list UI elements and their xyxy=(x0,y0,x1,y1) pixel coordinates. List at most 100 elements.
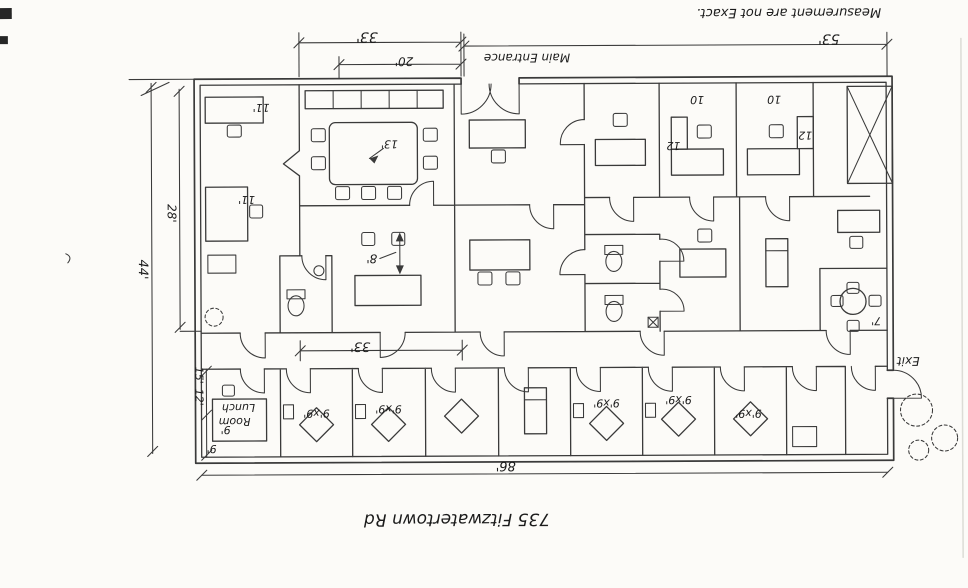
floor-drain xyxy=(647,316,659,328)
lunch-table xyxy=(211,398,268,442)
interior-walls xyxy=(200,81,888,458)
door-swings xyxy=(239,83,922,399)
chair xyxy=(612,112,628,127)
dim-label: 12' xyxy=(192,389,205,406)
lunch-room-label: Lunch xyxy=(222,401,255,414)
dim-label: 15' xyxy=(192,367,205,384)
treatment-table xyxy=(588,405,625,442)
chair xyxy=(422,127,438,142)
treatment-table xyxy=(298,407,335,443)
chair xyxy=(505,271,521,286)
disclaimer-note: Measurement are not Exact. xyxy=(696,4,881,20)
chair xyxy=(391,231,406,246)
tree-icon xyxy=(908,439,930,461)
desk xyxy=(469,239,531,271)
labels: Measurement are not Exact. 735 Fitzwater… xyxy=(135,4,920,530)
exterior-walls xyxy=(193,75,895,465)
lunch-room-label: Room xyxy=(219,415,251,428)
sink-icon xyxy=(313,265,325,277)
desk xyxy=(670,148,725,176)
dim-label: 44' xyxy=(135,259,150,279)
room-label: 9'x9' xyxy=(375,402,402,415)
exam-table xyxy=(765,238,789,288)
dimension-lines xyxy=(128,31,894,481)
address-label: 735 Fitzwatertown Rd xyxy=(364,509,550,530)
desk xyxy=(204,186,249,242)
chair xyxy=(361,185,377,201)
scan-smudge xyxy=(0,36,8,45)
sink-counter xyxy=(644,402,657,418)
tree-icon xyxy=(899,393,934,427)
dim-label: 33' xyxy=(350,338,370,353)
chair xyxy=(422,155,438,170)
stair-shaft xyxy=(846,85,894,185)
trees xyxy=(899,393,959,461)
room-number: 10 xyxy=(767,93,781,106)
scan-artifacts xyxy=(0,8,964,558)
toilet-tank xyxy=(604,294,624,305)
desk xyxy=(746,147,801,176)
dim-label: 33' xyxy=(356,28,378,44)
desk xyxy=(679,248,727,278)
toilet-tank xyxy=(604,244,624,255)
room-label: 9'x9' xyxy=(303,407,330,420)
dim-label: 13' xyxy=(381,137,398,150)
chair xyxy=(310,156,326,171)
furniture xyxy=(204,85,959,461)
desk xyxy=(354,274,422,307)
conference-table xyxy=(328,121,419,186)
chair xyxy=(226,124,242,138)
chair xyxy=(249,204,264,219)
dim-label: 53' xyxy=(818,30,840,46)
room-label: 9'x9' xyxy=(665,393,692,406)
sink-counter xyxy=(354,403,367,420)
scan-edge-shadow xyxy=(960,37,964,558)
dim-label: 7' xyxy=(871,314,881,327)
dim-label: 28' xyxy=(165,204,179,223)
main-entrance-label: Main Entrance xyxy=(484,51,570,65)
chair xyxy=(310,128,326,143)
chair xyxy=(335,186,351,201)
room-number: 10 xyxy=(690,93,704,106)
toilet-icon xyxy=(287,295,305,317)
dim-label: 8' xyxy=(366,251,377,265)
treatment-table xyxy=(370,406,407,443)
dim-label: 11' xyxy=(238,193,255,206)
dim-label: 9' xyxy=(207,442,217,455)
treatment-table xyxy=(443,398,480,434)
room-number: 12 xyxy=(798,129,812,142)
treatment-table xyxy=(660,401,697,437)
chair xyxy=(846,319,860,332)
toilet-icon xyxy=(605,300,623,322)
chair xyxy=(221,384,235,397)
chair xyxy=(830,294,844,308)
room-label: 9'x9' xyxy=(735,407,762,420)
desk xyxy=(836,209,881,234)
plant xyxy=(204,307,224,327)
desk-return xyxy=(796,115,815,150)
stray-mark xyxy=(140,81,170,97)
room-label: 9'x9' xyxy=(593,396,620,409)
chair xyxy=(696,124,712,139)
cabinet-dividers xyxy=(332,89,418,110)
dim-label: 11' xyxy=(253,101,270,114)
chair xyxy=(490,149,506,164)
dimension-ticks xyxy=(145,36,894,481)
desk xyxy=(594,138,647,167)
chair xyxy=(849,235,864,249)
dim-label: 86' xyxy=(496,458,516,473)
treatment-table xyxy=(732,401,769,437)
dim-label: 20' xyxy=(395,54,414,68)
chair xyxy=(477,271,493,286)
desk-return xyxy=(670,116,689,150)
chair xyxy=(868,294,882,307)
scan-smudge xyxy=(0,8,12,20)
toilet-tank xyxy=(286,289,306,300)
exam-table xyxy=(523,387,548,435)
cabinet-counter xyxy=(304,89,444,110)
stray-mark xyxy=(65,253,71,264)
tree-icon xyxy=(931,424,959,452)
